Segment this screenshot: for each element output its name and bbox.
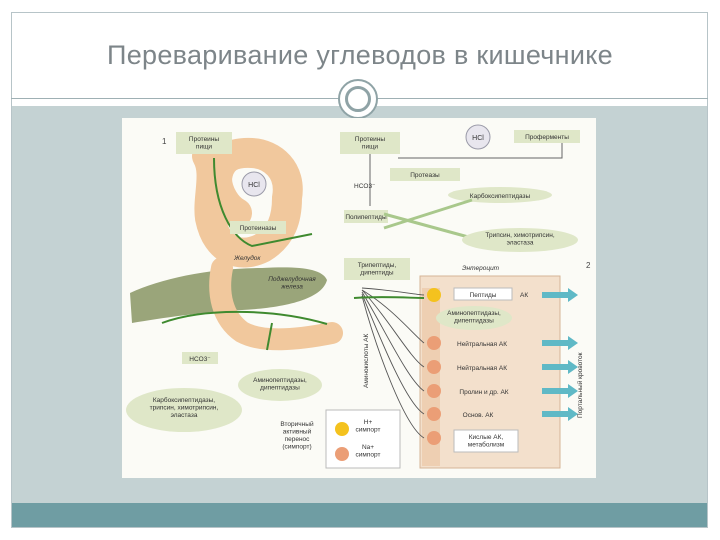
export-arrows: [542, 288, 578, 421]
uptake-arrows: [361, 287, 425, 439]
circle-ornament-icon: [338, 79, 378, 119]
polypeptides-box: [344, 210, 388, 223]
trypsin-box: [462, 228, 578, 252]
na-transporter-icon: [427, 407, 441, 421]
stomach-shape: [192, 137, 303, 268]
footer-bar: [12, 503, 707, 527]
right-proteins-box: [340, 132, 400, 154]
proenzymes-label: Проферменты: [525, 134, 569, 141]
transporter-rows: Пептиды АК Аминопептидазы,дипептидазы Не…: [427, 287, 528, 453]
aminopeptidases-left-label: Аминопептидазы,дипептидазы: [253, 377, 307, 391]
hco3-box: [182, 352, 218, 364]
flow-arrow: [266, 322, 273, 351]
peptide-transporter-icon: [427, 288, 441, 302]
aminopeptidases-right-label: Аминопептидазы,дипептидазы: [447, 310, 501, 324]
panel-1-number: 1: [162, 137, 167, 146]
right-proteases-label: Протеазы: [410, 172, 440, 179]
duodenum-shape: [209, 257, 343, 351]
proteins-box: [176, 132, 232, 154]
polypeptides-label: Полипептиды: [345, 214, 387, 221]
proline-aa-label: Пролин и др. АК: [459, 389, 508, 396]
enterocyte-label: Энтероцит: [462, 265, 500, 272]
flow-arrow: [213, 157, 313, 248]
proenzymes-box: [514, 130, 580, 143]
hco3-left-label: HCO3⁻: [189, 356, 211, 363]
hcl-stomach-label: HCl: [248, 182, 260, 189]
right-hcl-node: [465, 124, 491, 150]
acidic-aa-label: Кислые АК,метаболизм: [468, 434, 505, 448]
peptides-box: [453, 287, 513, 301]
flow-arrow: [369, 143, 563, 206]
tripeptides-label: Трипептиды,дипептиды: [358, 262, 397, 276]
basic-aa-label: Основ. АК: [463, 412, 494, 419]
na-transporter-icon: [427, 336, 441, 350]
na-transporter-icon: [427, 431, 441, 445]
cross-arrows: [383, 198, 473, 240]
neutral-aa-2-label: Нейтральная АК: [457, 364, 507, 372]
proteases-label: Протеиназы: [240, 225, 277, 232]
carboxypeptidases-left-label: Карбоксипептидазы,трипсин, химотрипсин,э…: [150, 396, 219, 419]
brush-border: [422, 288, 440, 466]
na-transporter-icon: [427, 384, 441, 398]
tripeptides-box: [344, 258, 410, 280]
carboxypeptidases-label: Карбоксипептидазы: [470, 192, 531, 200]
h-symport-icon: [335, 422, 349, 436]
na-transporter-icon: [427, 360, 441, 374]
aa-out-label: АК: [520, 292, 528, 299]
neutral-aa-1-label: Нейтральная АК: [457, 340, 507, 348]
flow-arrow: [161, 310, 328, 325]
proteases-box: [230, 221, 286, 234]
right-hcl-label: HCl: [472, 135, 484, 142]
slide-title: Переваривание углеводов в кишечнике: [107, 40, 613, 70]
aminopeptidases-right-box: [436, 306, 512, 330]
hcl-node: [241, 171, 267, 197]
right-hco3-label: HCO3⁻: [354, 183, 376, 190]
stomach-label: Желудок: [233, 254, 261, 262]
lumen-axis-label: Аминокислоты АК: [363, 334, 370, 388]
trypsin-label: Трипсин, химотрипсин,эластаза: [485, 232, 554, 246]
panel-2-number: 2: [586, 261, 591, 270]
right-proteases-box: [390, 168, 460, 181]
aminopeptidases-left-box: [238, 369, 322, 401]
acidic-box: [453, 429, 519, 453]
na-symport-icon: [335, 447, 349, 461]
blood-axis-label: Портальный кровоток: [576, 352, 584, 418]
flow-arrow: [353, 296, 425, 299]
na-symport-label: Na+симпорт: [356, 444, 381, 458]
carboxypeptidases-box: [448, 187, 552, 203]
carboxypeptidases-left-box: [126, 388, 242, 432]
h-symport-label: H+симпорт: [356, 419, 381, 433]
peptides-label: Пептиды: [470, 292, 497, 299]
